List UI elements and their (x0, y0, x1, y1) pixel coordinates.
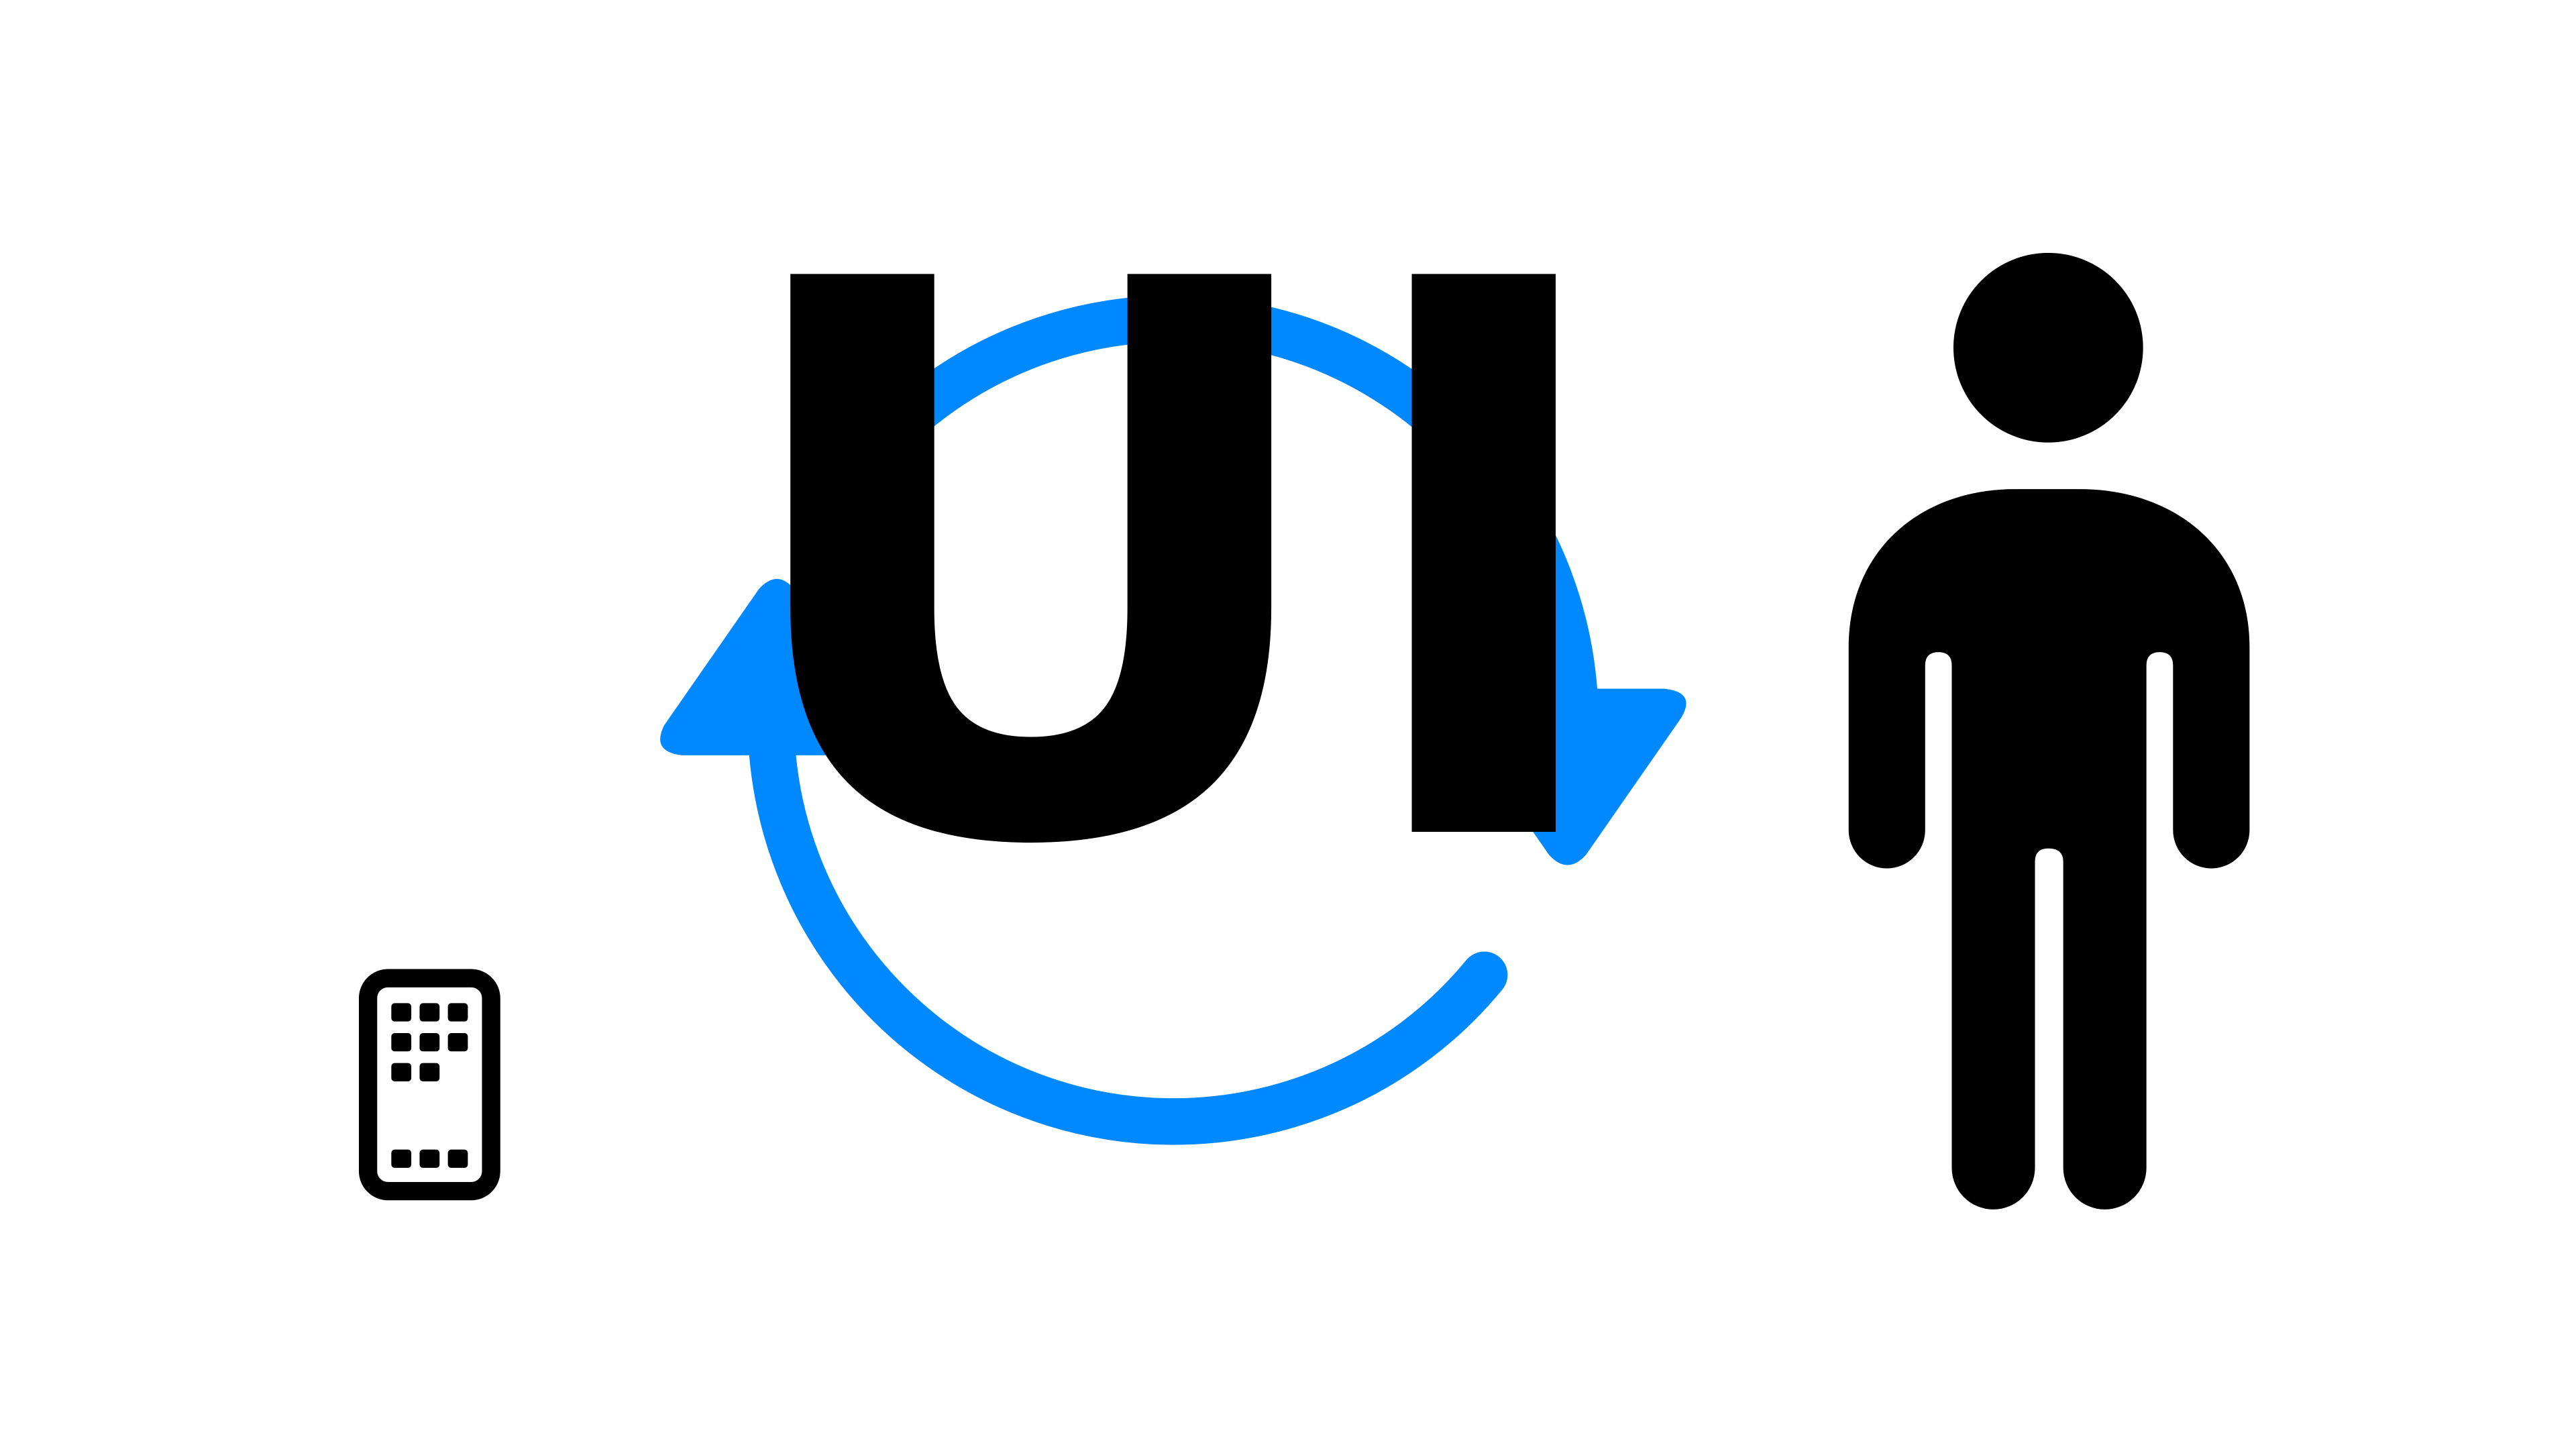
app-tile (391, 1063, 412, 1081)
app-tile (419, 1003, 440, 1022)
phone-app-grid-icon (358, 969, 500, 1201)
phone-outline (358, 969, 500, 1201)
app-tile (391, 1033, 412, 1052)
person-head (1953, 252, 2143, 443)
dock-tile (391, 1149, 412, 1168)
center-label: UI (720, 122, 1627, 1013)
app-tile (419, 1033, 440, 1052)
dock-tile (447, 1149, 468, 1168)
app-tile (447, 1033, 468, 1052)
app-tile (419, 1063, 440, 1081)
arrowhead-up-icon (660, 579, 895, 755)
person-icon (1848, 252, 2250, 1210)
app-tile (391, 1003, 412, 1022)
arrowhead-down-icon (1450, 688, 1686, 865)
lower-arc-arrow-shaft (749, 729, 1508, 1145)
person-body (1848, 489, 2250, 1210)
app-tile (447, 1003, 468, 1022)
sync-cycle-arrows-icon (660, 295, 1686, 1145)
dock-tile (419, 1149, 440, 1168)
upper-arc-arrow-shaft (835, 295, 1598, 716)
app-grid (391, 1003, 468, 1168)
